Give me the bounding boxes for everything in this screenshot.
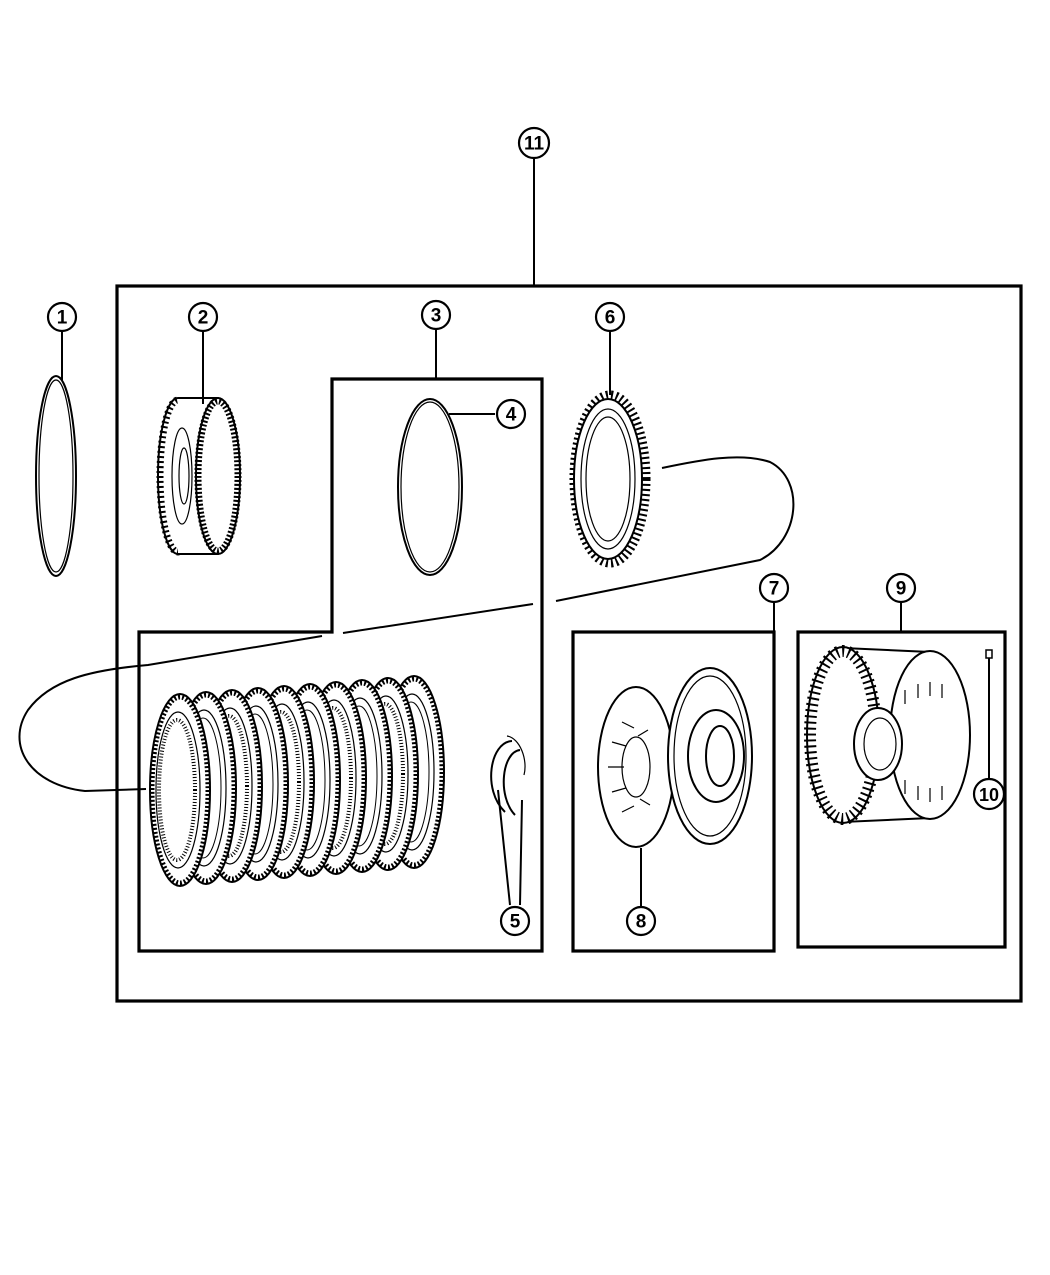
callout-1: 1 (46, 301, 78, 333)
callout-5: 5 (499, 905, 531, 937)
svg-text:5: 5 (510, 912, 521, 933)
svg-text:9: 9 (896, 579, 907, 600)
piston-box-7 (571, 630, 776, 953)
callout-9: 9 (885, 572, 917, 604)
check-ball-part (985, 649, 993, 659)
snap-rings-part (490, 735, 526, 816)
callout-11: 11 (517, 126, 551, 160)
svg-text:8: 8 (636, 912, 647, 933)
svg-text:6: 6 (605, 308, 616, 329)
connector-line (18, 456, 795, 793)
callout-6: 6 (594, 301, 626, 333)
leader-5 (497, 789, 523, 906)
callout-3: 3 (420, 299, 452, 331)
clutch-disc (149, 693, 211, 887)
clutch-disc-stack (149, 675, 445, 887)
reaction-plate-part (569, 390, 651, 568)
callout-10: 10 (972, 777, 1006, 811)
callout-7: 7 (758, 572, 790, 604)
callout-4: 4 (495, 398, 527, 430)
callout-8: 8 (625, 905, 657, 937)
svg-text:7: 7 (769, 579, 780, 600)
svg-text:2: 2 (198, 308, 209, 329)
svg-text:11: 11 (524, 134, 545, 155)
seal-ring-part (397, 398, 463, 576)
clutch-retainer-part (804, 645, 971, 825)
callout-2: 2 (187, 301, 219, 333)
belleville-spring-part (597, 686, 675, 848)
svg-text:1: 1 (57, 308, 68, 329)
assembly-box-11 (115, 284, 1023, 1003)
svg-text:3: 3 (431, 306, 442, 327)
clutch-pack-box-3 (137, 377, 544, 953)
clutch-hub-part (156, 396, 242, 556)
snap-ring-part (35, 375, 77, 577)
svg-text:4: 4 (506, 405, 517, 426)
clutch-piston-part (667, 667, 753, 845)
svg-text:10: 10 (979, 785, 999, 805)
